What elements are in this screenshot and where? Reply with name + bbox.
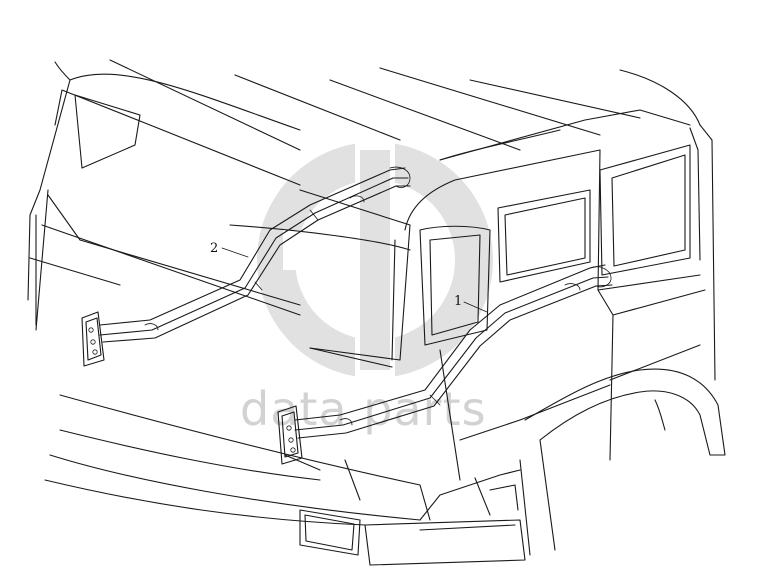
callout-2-leader [221,247,249,258]
part-1-rail[interactable] [294,264,613,439]
watermark-logo [257,140,493,380]
watermark-text: data parts [240,382,487,436]
callout-1-label: 1 [454,294,462,309]
callout-1: 1 [454,294,488,313]
part-2-bracket[interactable] [81,311,105,367]
part-2-rail[interactable] [99,166,411,343]
callout-1-leader [463,301,488,313]
part-1-bracket[interactable] [277,405,303,465]
callout-2-label: 2 [210,241,218,256]
callout-2: 2 [210,241,249,258]
cab-outline [27,59,726,566]
